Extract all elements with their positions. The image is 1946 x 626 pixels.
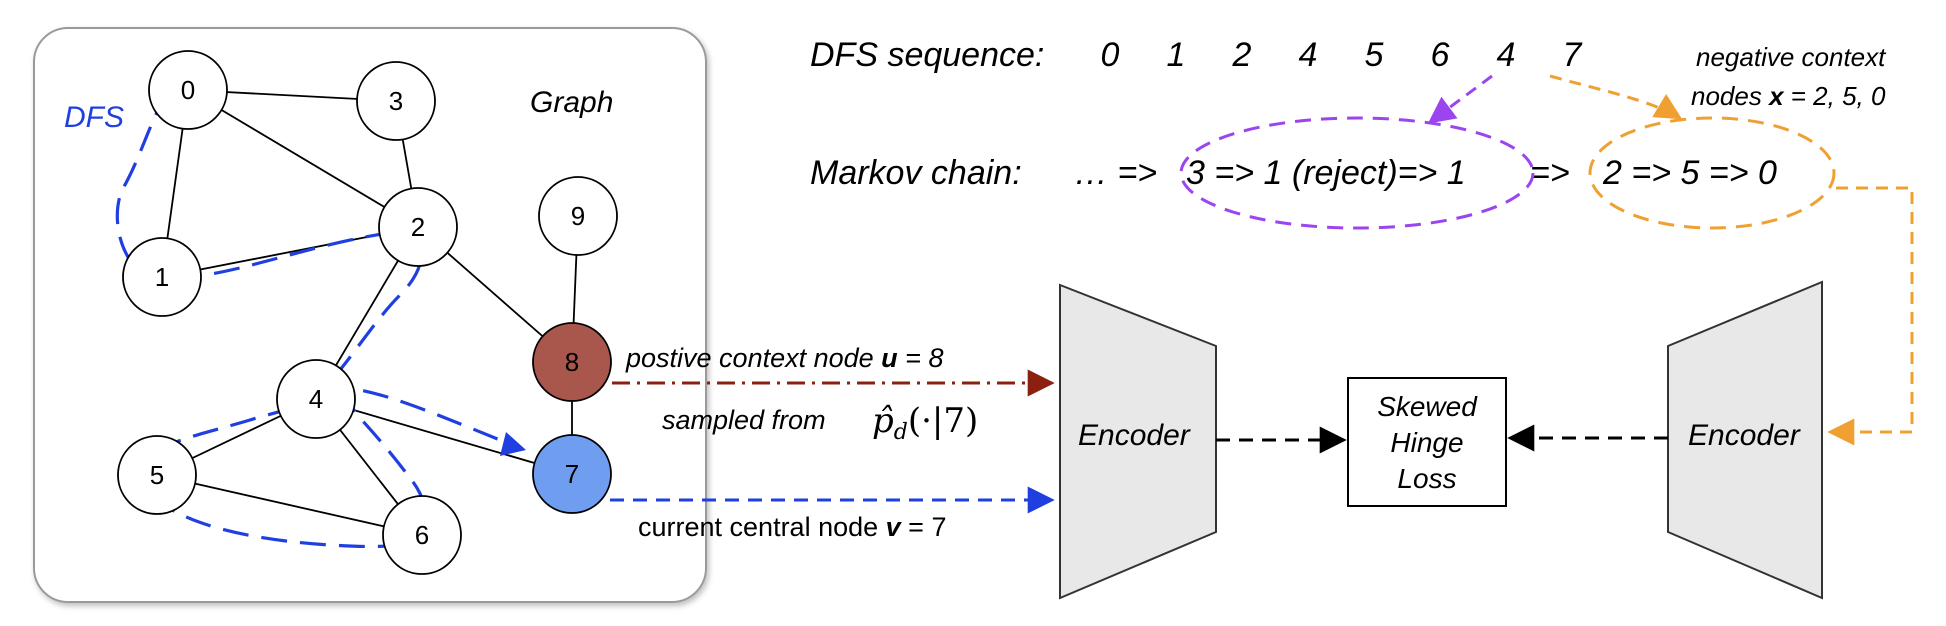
dfs-sequence-item: 2 xyxy=(1232,36,1252,74)
graph-node-1: 1 xyxy=(122,237,202,317)
graph-node-label: 0 xyxy=(181,75,195,105)
graph-node-label: 8 xyxy=(565,347,579,377)
graph-node-label: 1 xyxy=(155,262,169,292)
dfs-sequence-item: 4 xyxy=(1299,36,1318,74)
dfs-sequence-items: 0 1 2 4 5 6 4 7 xyxy=(1101,36,1583,74)
current-node-var: v xyxy=(886,512,903,542)
markov-chain-part3: => xyxy=(1530,154,1570,192)
orange-group-ellipse xyxy=(1588,116,1836,230)
graph-title: Graph xyxy=(530,86,613,119)
sampled-from-formula: p̂d(·|7) xyxy=(872,401,978,445)
graph-nodes: 0 1 2 3 4 5 6 7 8 9 xyxy=(117,50,618,575)
purple-group-ellipse xyxy=(1179,116,1535,230)
graph-node-0: 0 xyxy=(148,50,228,130)
orange-arrow xyxy=(1549,74,1683,120)
encoder-right-label: Encoder xyxy=(1688,419,1801,452)
graph-edge-5-6 xyxy=(156,474,423,536)
graph-node-8: 8 xyxy=(532,322,612,402)
loss-line1: Skewed xyxy=(1377,391,1478,422)
positive-context-prefix: postive context node xyxy=(625,343,881,373)
graph-node-circle xyxy=(117,435,197,515)
graph-node-7: 7 xyxy=(532,434,612,514)
dfs-sequence-item: 5 xyxy=(1365,36,1384,74)
graph-node-circle xyxy=(532,434,612,514)
positive-context-label: postive context node u = 8 xyxy=(625,343,943,373)
dfs-sequence-item: 0 xyxy=(1101,36,1120,74)
dfs-sequence-label: DFS sequence: xyxy=(810,36,1044,74)
graph-node-5: 5 xyxy=(117,435,197,515)
markov-chain-part1: … => xyxy=(1074,154,1157,192)
markov-chain-part4: 2 => 5 => 0 xyxy=(1602,154,1777,192)
graph-node-circle xyxy=(356,61,436,141)
graph-node-4: 4 xyxy=(276,359,356,439)
encoder-right-shape xyxy=(1667,280,1823,600)
graph-node-circle xyxy=(532,322,612,402)
dfs-arrowhead xyxy=(500,432,526,456)
purple-arrow xyxy=(1427,74,1493,124)
graph-node-6: 6 xyxy=(382,495,462,575)
graph-edge-4-7 xyxy=(315,398,573,475)
dfs-sequence-item: 6 xyxy=(1431,36,1450,74)
graph-node-circle xyxy=(148,50,228,130)
current-node-label: current central node v = 7 xyxy=(638,512,946,542)
dfs-sequence-item: 4 xyxy=(1497,36,1516,74)
current-node-prefix: current central node xyxy=(638,512,886,542)
graph-node-label: 9 xyxy=(571,201,585,231)
negative-context-prefix: nodes xyxy=(1691,81,1769,111)
negative-context-line2: nodes x = 2, 5, 0 xyxy=(1691,81,1886,111)
dfs-label: DFS xyxy=(64,101,124,134)
graph-node-label: 3 xyxy=(389,86,403,116)
graph-node-label: 5 xyxy=(150,460,164,490)
markov-chain-label: Markov chain: xyxy=(810,154,1022,192)
orange-connector xyxy=(1827,186,1914,446)
dfs-sequence-item: 7 xyxy=(1563,36,1583,74)
negative-context-suffix: = 2, 5, 0 xyxy=(1784,81,1886,111)
graph-node-2: 2 xyxy=(378,187,458,267)
graph-node-circle xyxy=(382,495,462,575)
loss-line3: Loss xyxy=(1397,463,1456,494)
current-node-suffix: = 7 xyxy=(901,512,947,542)
graph-node-label: 2 xyxy=(411,212,425,242)
positive-context-var: u xyxy=(881,343,898,373)
graph-node-circle xyxy=(122,237,202,317)
graph-node-circle xyxy=(378,187,458,267)
markov-chain-part2: 3 => 1 (reject)=> 1 xyxy=(1186,154,1466,192)
loss-box xyxy=(1347,377,1507,507)
negative-context-line1: negative context xyxy=(1696,42,1887,72)
graph-node-9: 9 xyxy=(538,176,618,256)
graph-node-circle xyxy=(538,176,618,256)
negative-context-var: x xyxy=(1767,81,1785,111)
graph-node-circle xyxy=(276,359,356,439)
graph-node-label: 4 xyxy=(309,384,323,414)
encoder-left-label: Encoder xyxy=(1078,419,1191,452)
loss-line2: Hinge xyxy=(1390,427,1463,458)
sampled-from-label: sampled from xyxy=(662,405,826,435)
graph-node-3: 3 xyxy=(356,61,436,141)
graph-edge-0-2 xyxy=(187,89,419,228)
dfs-sequence-item: 1 xyxy=(1167,36,1186,74)
encoder-left-shape xyxy=(1059,283,1217,600)
graph-node-label: 6 xyxy=(415,520,429,550)
positive-context-suffix: = 8 xyxy=(898,343,944,373)
graph-node-label: 7 xyxy=(565,459,579,489)
